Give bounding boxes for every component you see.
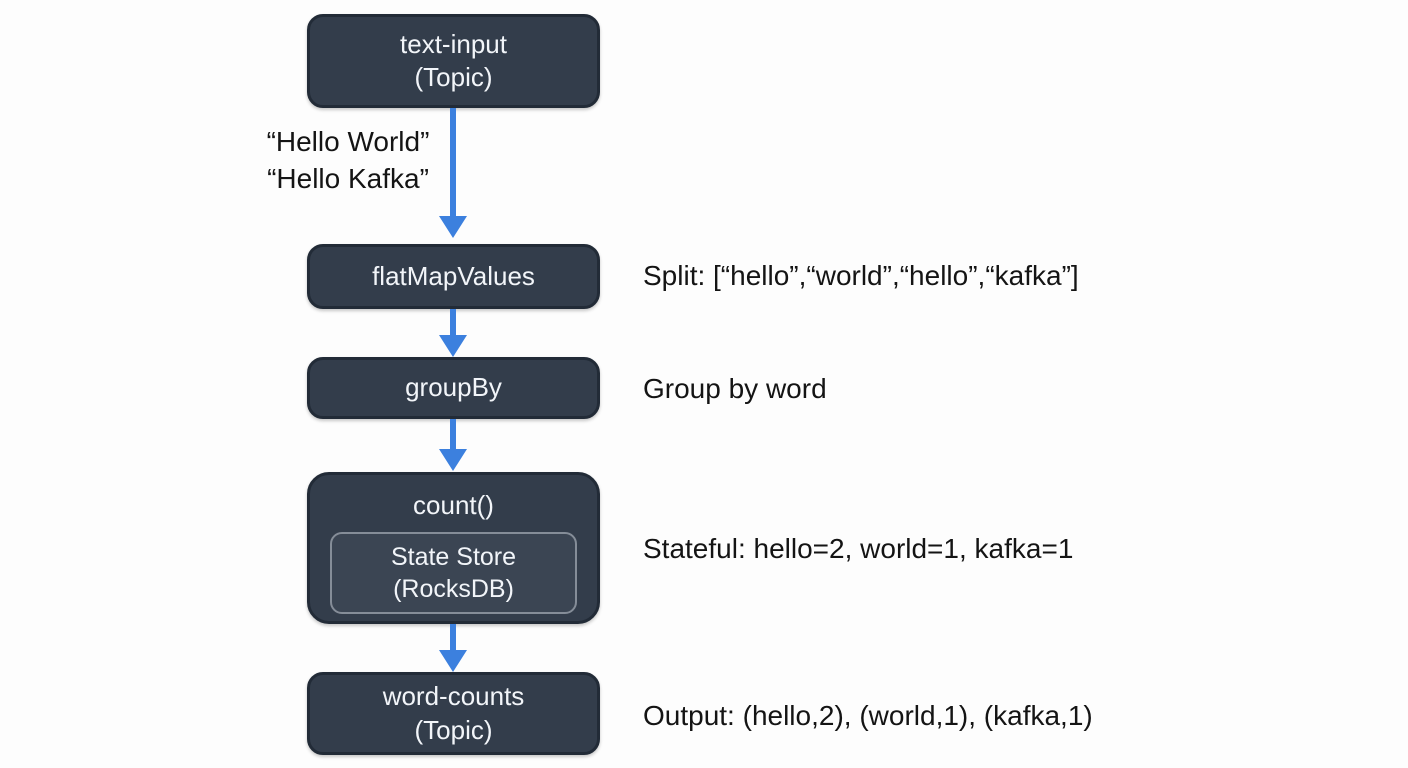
- arrow-shaft: [450, 419, 456, 449]
- annotation-output: Output: (hello,2), (world,1), (kafka,1): [643, 700, 1093, 731]
- annotation-group-by-word: Group by word: [643, 373, 827, 404]
- state-store-box: State Store (RocksDB): [330, 532, 577, 615]
- node-count: count() State Store (RocksDB): [307, 472, 600, 624]
- node-word-counts-label: word-counts: [382, 681, 525, 712]
- annotation-split: Split: [“hello”,“world”,“hello”,“kafka”]: [643, 260, 1079, 291]
- node-word-counts-sublabel: (Topic): [414, 714, 493, 745]
- node-groupby: groupBy: [307, 357, 600, 419]
- node-text-input-label: text-input: [400, 28, 507, 59]
- arrow-text-input-to-flatmapvalues: [439, 108, 467, 238]
- arrow-flatmapvalues-to-groupby: [439, 309, 467, 357]
- state-store-sublabel: (RocksDB): [393, 575, 514, 604]
- arrow-head-icon: [439, 449, 467, 471]
- node-groupby-label: groupBy: [405, 372, 502, 403]
- arrow-head-icon: [439, 216, 467, 238]
- arrow-head-icon: [439, 335, 467, 357]
- arrow-shaft: [450, 309, 456, 335]
- node-count-label: count(): [413, 490, 494, 520]
- node-flatmapvalues: flatMapValues: [307, 244, 600, 309]
- annotation-stateful: Stateful: hello=2, world=1, kafka=1: [643, 533, 1074, 564]
- input-messages-label: “Hello World” “Hello Kafka”: [248, 123, 448, 197]
- arrow-shaft: [450, 108, 456, 216]
- node-flatmapvalues-label: flatMapValues: [372, 260, 535, 291]
- node-word-counts-topic: word-counts (Topic): [307, 672, 600, 755]
- arrow-count-to-word-counts: [439, 624, 467, 672]
- arrow-groupby-to-count: [439, 419, 467, 471]
- input-message-line-2: “Hello Kafka”: [267, 163, 429, 194]
- node-text-input-topic: text-input (Topic): [307, 14, 600, 108]
- arrow-head-icon: [439, 650, 467, 672]
- arrow-shaft: [450, 624, 456, 650]
- node-text-input-sublabel: (Topic): [414, 62, 493, 92]
- state-store-label: State Store: [390, 542, 517, 571]
- input-message-line-1: “Hello World”: [266, 126, 430, 157]
